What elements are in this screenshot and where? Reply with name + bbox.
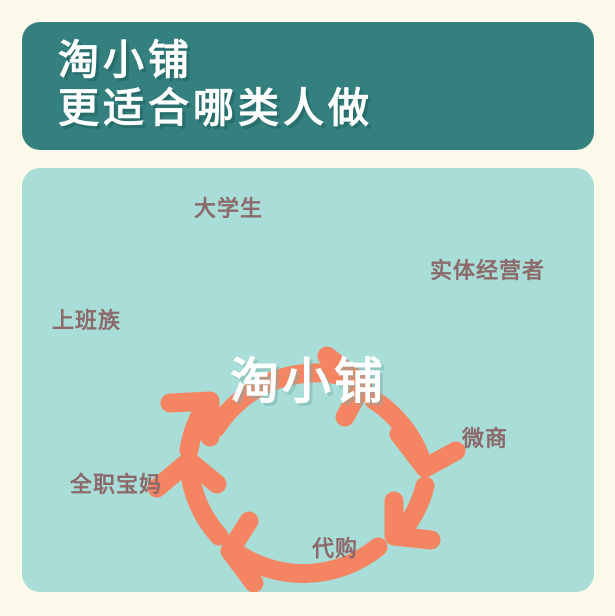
ring-label-full-time-mother: 全职宝妈 xyxy=(70,472,163,497)
header-title-line-1: 淘小铺 xyxy=(58,37,193,83)
header-banner: 淘小铺 更适合哪类人做 xyxy=(22,22,594,150)
header-title-line-2: 更适合哪类人做 xyxy=(58,85,373,131)
ring-label-office-worker: 上班族 xyxy=(52,308,122,333)
ring-label-purchasing-agent: 代购 xyxy=(312,536,359,561)
ring-label-wechat-business: 微商 xyxy=(462,426,509,451)
center-brand-label: 淘小铺 xyxy=(229,355,386,409)
ring-label-college-student: 大学生 xyxy=(194,196,264,221)
cycle-arrowhead-5 xyxy=(147,451,227,498)
cycle-arrowhead-4 xyxy=(220,511,264,592)
cycle-arrowhead-1 xyxy=(317,346,373,427)
cycle-arrow-ring xyxy=(147,346,466,592)
cycle-arrow-segment-4 xyxy=(224,537,388,584)
cycle-diagram-card: 淘小铺 大学生 实体经营者 微商 代购 全职宝妈 上班族 xyxy=(22,168,594,592)
cycle-arrowhead-3 xyxy=(384,491,441,550)
cycle-arrow-segment-3 xyxy=(390,476,435,544)
ring-label-physical-store-operator: 实体经营者 xyxy=(430,258,546,283)
cycle-arrowhead-6 xyxy=(160,391,220,447)
cycle-arrowhead-2 xyxy=(389,424,466,478)
cycle-arrow-segment-5 xyxy=(179,457,229,546)
